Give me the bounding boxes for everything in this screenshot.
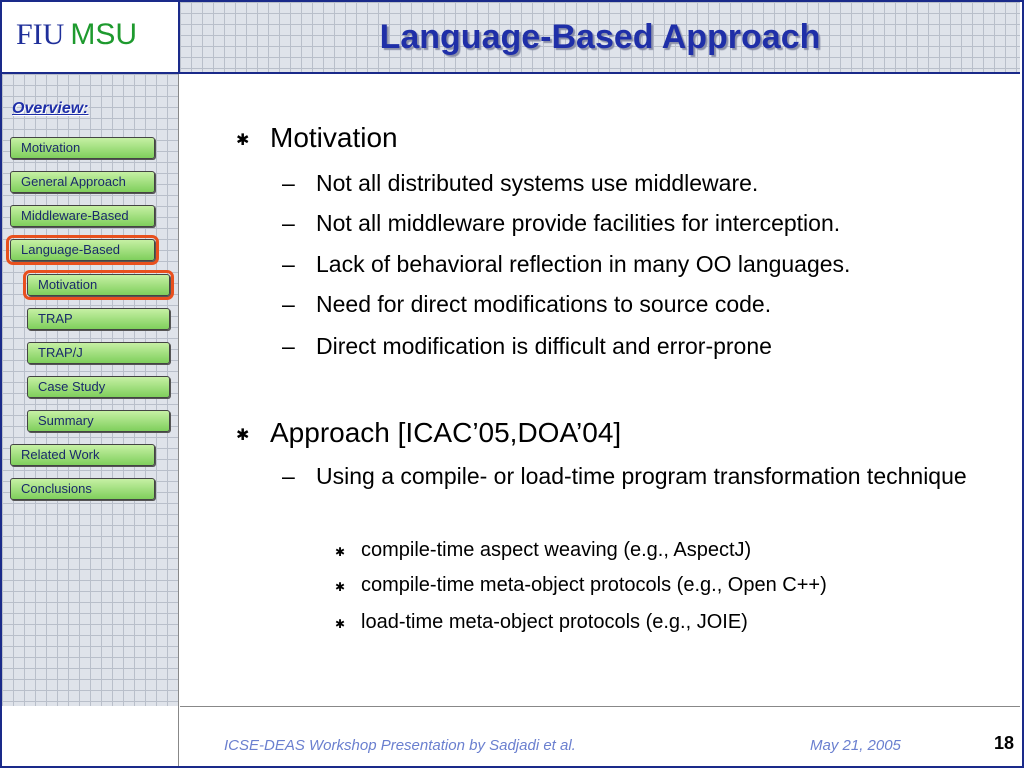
slide-content: ✱ Motivation –Not all distributed system… bbox=[180, 74, 1020, 706]
nav-case-study[interactable]: Case Study bbox=[27, 376, 170, 398]
bullet-text: Approach [ICAC’05,DOA’04] bbox=[270, 417, 622, 448]
nav-summary[interactable]: Summary bbox=[27, 410, 170, 432]
footer: ICSE-DEAS Workshop Presentation by Sadja… bbox=[180, 706, 1020, 767]
title-bar: Language-Based Approach bbox=[180, 2, 1020, 74]
asterisk-bullet-icon: ✱ bbox=[236, 132, 250, 149]
footer-date: May 21, 2005 bbox=[810, 737, 901, 754]
sub-sub-bullet: ✱load-time meta-object protocols (e.g., … bbox=[335, 611, 748, 633]
nav-general-approach[interactable]: General Approach bbox=[10, 171, 155, 193]
dash-bullet: – bbox=[282, 251, 295, 277]
nav-motivation[interactable]: Motivation bbox=[10, 137, 155, 159]
bullet-text: Motivation bbox=[270, 122, 398, 153]
nav-conclusions[interactable]: Conclusions bbox=[10, 478, 155, 500]
dash-bullet: – bbox=[282, 463, 295, 489]
asterisk-bullet-icon: ✱ bbox=[236, 427, 250, 444]
page-number: 18 bbox=[993, 733, 1014, 753]
nav-middleware-based[interactable]: Middleware-Based bbox=[10, 205, 155, 227]
sidebar: Overview: Motivation General Approach Mi… bbox=[2, 74, 179, 706]
slide-title: Language-Based Approach bbox=[379, 18, 821, 56]
sub-sub-bullet: ✱compile-time aspect weaving (e.g., Aspe… bbox=[335, 539, 752, 561]
dash-bullet: – bbox=[282, 210, 295, 236]
sub-bullet: –Not all middleware provide facilities f… bbox=[282, 206, 840, 240]
dash-bullet: – bbox=[282, 170, 295, 196]
bullet-approach: ✱ Approach [ICAC’05,DOA’04] bbox=[236, 417, 622, 449]
bullet-motivation: ✱ Motivation bbox=[236, 122, 398, 154]
sub-bullet: –Lack of behavioral reflection in many O… bbox=[282, 247, 850, 281]
sub-bullet: –Not all distributed systems use middlew… bbox=[282, 166, 758, 200]
asterisk-bullet-icon: ✱ bbox=[335, 617, 346, 631]
sub-bullet: –Direct modification is difficult and er… bbox=[282, 329, 772, 363]
nav-language-motivation[interactable]: Motivation bbox=[23, 270, 174, 300]
sub-bullet: –Using a compile- or load-time program t… bbox=[282, 459, 1006, 493]
nav-trap[interactable]: TRAP bbox=[27, 308, 170, 330]
asterisk-bullet-icon: ✱ bbox=[335, 580, 346, 594]
nav-related-work[interactable]: Related Work bbox=[10, 444, 155, 466]
nav-trap-j[interactable]: TRAP/J bbox=[27, 342, 170, 364]
asterisk-bullet-icon: ✱ bbox=[335, 545, 346, 559]
nav-language-based[interactable]: Language-Based bbox=[6, 235, 159, 265]
sidebar-heading: Overview: bbox=[12, 100, 89, 117]
logo-fiu: FIU bbox=[16, 18, 65, 51]
dash-bullet: – bbox=[282, 333, 295, 359]
dash-bullet: – bbox=[282, 291, 295, 317]
sub-bullet: –Need for direct modifications to source… bbox=[282, 287, 771, 321]
sub-sub-bullet: ✱compile-time meta-object protocols (e.g… bbox=[335, 574, 827, 596]
footer-presentation: ICSE-DEAS Workshop Presentation by Sadja… bbox=[224, 737, 576, 754]
sidebar-bottom bbox=[2, 706, 179, 766]
logo-msu: MSU bbox=[70, 18, 138, 51]
